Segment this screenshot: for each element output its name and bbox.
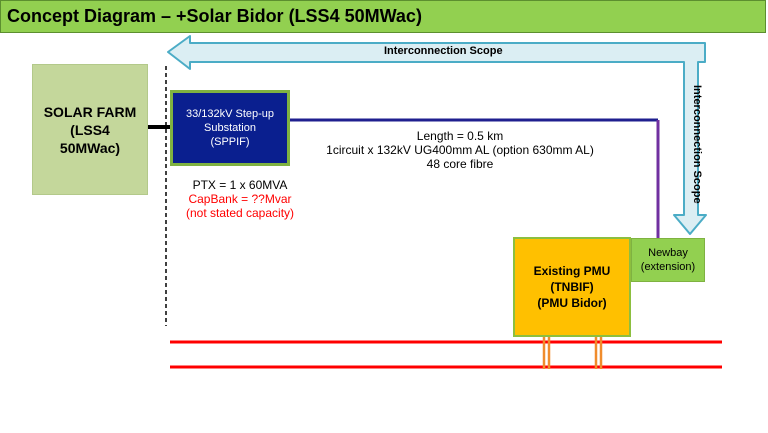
pmu-line-3: (PMU Bidor): [537, 296, 607, 310]
pmu-box: Existing PMU (TNBIF) (PMU Bidor): [513, 237, 631, 337]
ptx-label: PTX = 1 x 60MVA: [192, 178, 288, 192]
cable-info: Length = 0.5 km 1circuit x 132kV UG400mm…: [300, 129, 620, 171]
page-title: Concept Diagram – +Solar Bidor (LSS4 50M…: [7, 6, 422, 26]
interconnection-scope-arrow: [167, 35, 707, 235]
substation-line-1: 33/132kV Step-up: [185, 108, 275, 120]
cable-fibre: 48 core fibre: [426, 157, 494, 171]
newbay-line-2: (extension): [640, 261, 696, 273]
newbay-line-1: Newbay: [648, 247, 688, 259]
solar-farm-line-1: SOLAR FARM: [43, 103, 137, 120]
solar-farm-box: SOLAR FARM (LSS4 50MWac): [32, 64, 148, 195]
solar-farm-line-3: 50MWac): [59, 139, 121, 156]
cable-spec: 1circuit x 132kV UG400mm AL (option 630m…: [326, 143, 594, 157]
capbank-label: CapBank = ??Mvar: [188, 192, 292, 206]
cable-length: Length = 0.5 km: [416, 129, 504, 143]
title-bar: Concept Diagram – +Solar Bidor (LSS4 50M…: [0, 0, 766, 33]
substation-line-3: (SPPIF): [210, 136, 250, 148]
pmu-line-2: (TNBIF): [550, 280, 594, 294]
substation-box: 33/132kV Step-up Substation (SPPIF): [170, 90, 290, 166]
scope-label-vertical: Interconnection Scope: [691, 85, 703, 204]
scope-label-horizontal: Interconnection Scope: [384, 45, 503, 57]
transformer-info: PTX = 1 x 60MVA CapBank = ??Mvar (not st…: [180, 178, 300, 220]
substation-line-2: Substation: [204, 122, 256, 134]
newbay-box: Newbay (extension): [631, 238, 705, 282]
solar-farm-line-2: (LSS4: [70, 121, 110, 138]
pmu-line-1: Existing PMU: [533, 264, 611, 278]
scope-label-vertical-container: Interconnection Scope: [691, 85, 703, 225]
capbank-note: (not stated capacity): [185, 206, 295, 220]
